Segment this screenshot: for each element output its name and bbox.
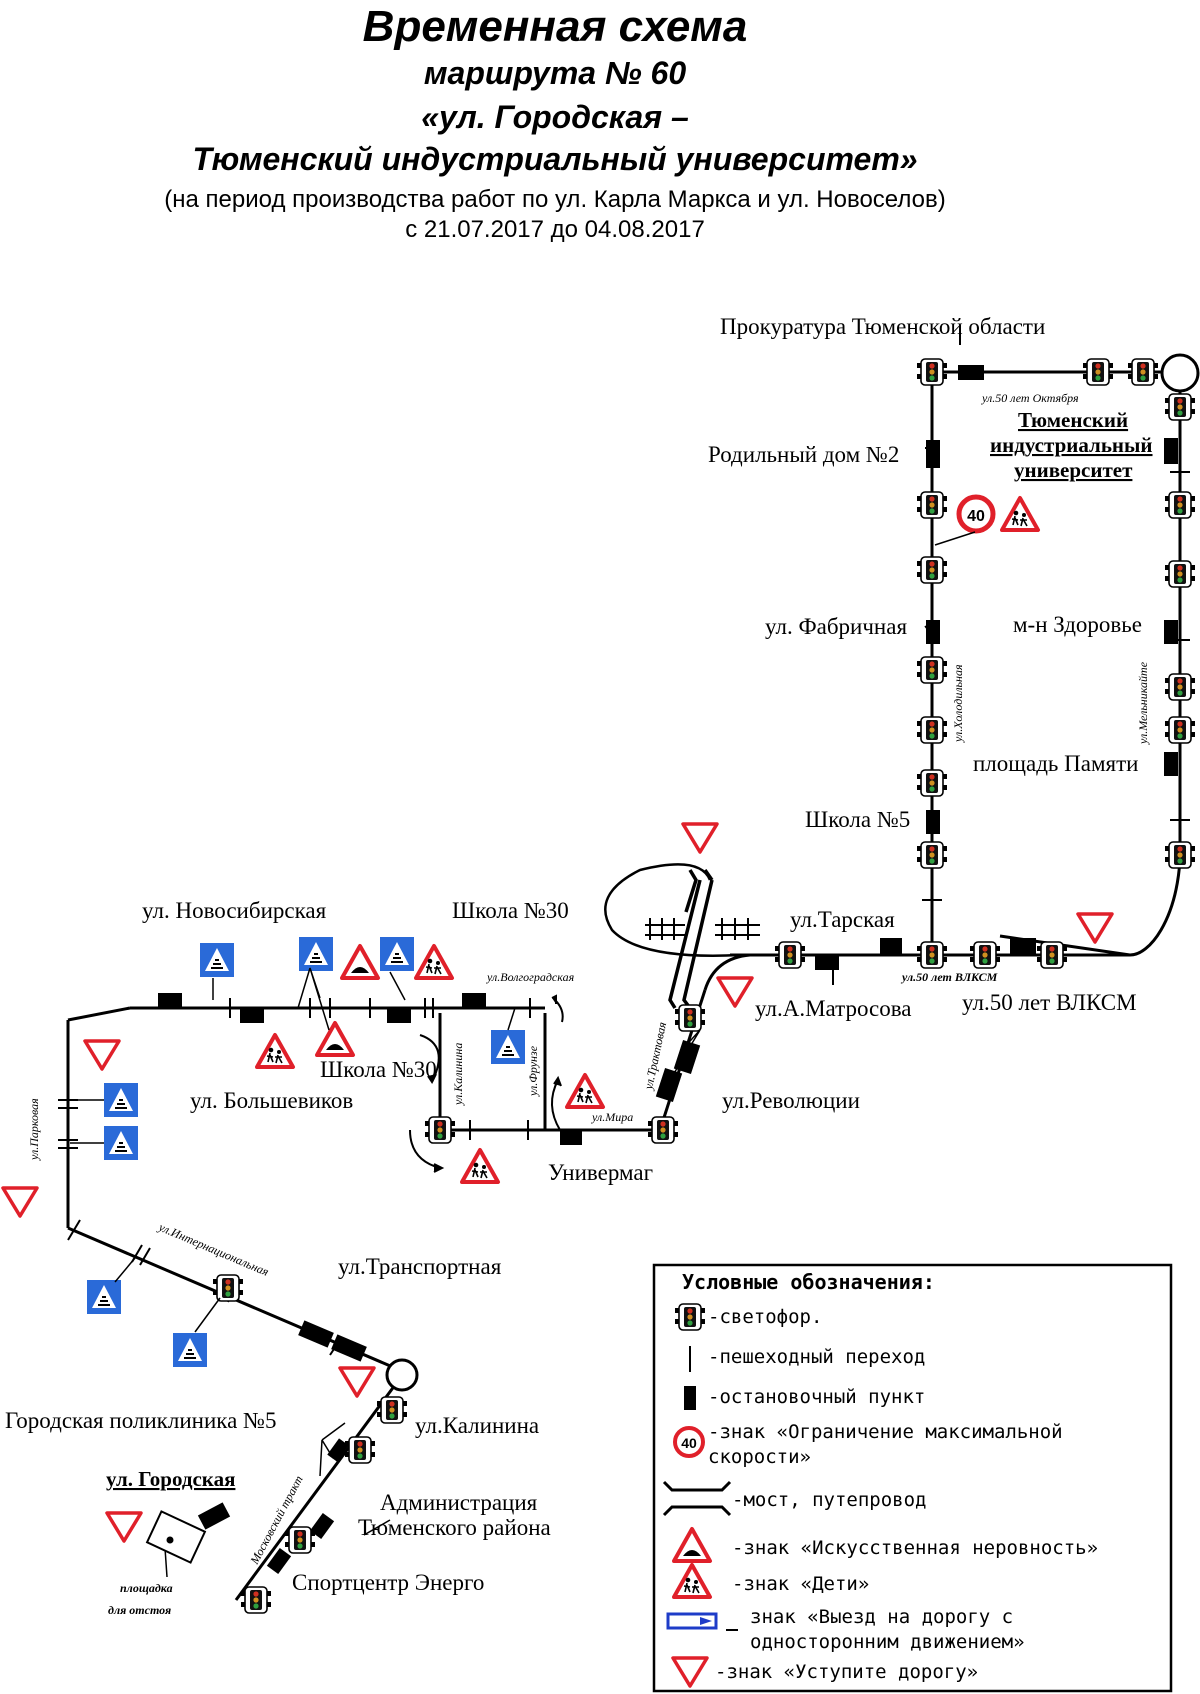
- street-label-internacionalnaya: ул.Интернациональная: [156, 1219, 271, 1279]
- stop-label-fabrichnaya: ул. Фабричная: [765, 614, 907, 639]
- legend-oneway-2: односторонним движением»: [750, 1631, 1025, 1653]
- stop-label-admin-1: Администрация: [380, 1490, 538, 1515]
- turn-arrows: [409, 994, 564, 1173]
- legend-oneway-1: знак «Выезд на дорогу с: [750, 1606, 1013, 1628]
- svg-text:40: 40: [967, 508, 985, 525]
- legend-stop-icon: [684, 1386, 696, 1410]
- stop-label-otstoy-2: для отстоя: [108, 1603, 171, 1617]
- terminal-circle-tiu: [1160, 353, 1200, 393]
- stop-label-admin-2: Тюменского района: [358, 1515, 551, 1540]
- stop-label-roddom: Родильный дом №2: [708, 442, 899, 467]
- children-sign-tiu: [1000, 496, 1040, 532]
- legend-bridge-icon: [662, 1480, 732, 1517]
- legend-stop: -остановочный пункт: [708, 1386, 925, 1408]
- legend-bridge: -мост, путепровод: [732, 1489, 926, 1511]
- stop-label-transportnaya: ул.Транспортная: [338, 1254, 502, 1279]
- legend-oneway-icon: [666, 1612, 738, 1631]
- stop-label-gorodskaya: ул. Городская: [106, 1467, 235, 1491]
- street-label-volgogradskaya: ул.Волгоградская: [486, 970, 575, 984]
- svg-text:40: 40: [681, 1435, 697, 1451]
- stop-label-otstoy-1: площадка: [120, 1581, 173, 1595]
- crossing-signs: [86, 936, 526, 1368]
- stop-label-matrosova: ул.А.Матросова: [755, 996, 912, 1021]
- route-name-line1: «ул. Городская –: [421, 99, 689, 135]
- otstoy-platform: [145, 1510, 207, 1564]
- stop-label-revolyucii: ул.Революции: [722, 1088, 860, 1113]
- stop-label-bolshevikov: ул. Большевиков: [190, 1088, 353, 1113]
- stop-label-zdorovie: м-н Здоровье: [1013, 612, 1142, 637]
- stop-label-vlksm: ул.50 лет ВЛКСМ: [962, 990, 1137, 1015]
- stop-label-energo: Спортцентр Энерго: [292, 1570, 484, 1595]
- sign-pointer: [934, 531, 976, 546]
- stop-label-kalinina: ул.Калинина: [415, 1413, 539, 1438]
- legend-title: Условные обозначения:: [682, 1270, 935, 1294]
- legend-crossing: -пешеходный переход: [708, 1346, 925, 1368]
- legend-giveway: -знак «Уступите дорогу»: [715, 1661, 978, 1683]
- stop-label-tarskaya: ул.Тарская: [790, 907, 895, 932]
- stop-label-pamyati: площадь Памяти: [973, 751, 1138, 776]
- stop-markers: [158, 365, 1178, 1575]
- legend-svetofor: -светофор.: [708, 1306, 822, 1328]
- street-label-vlksm-small: ул.50 лет ВЛКСМ: [900, 970, 998, 984]
- stop-label-poliklinika: Городская поликлиника №5: [5, 1408, 277, 1433]
- stop-label-shkola30-top: Школа №30: [452, 898, 569, 923]
- terminal-circle-kalinina: [385, 1358, 419, 1392]
- street-label-kalinina-small: ул.Калинина: [451, 1043, 465, 1106]
- date-range: с 21.07.2017 до 04.08.2017: [405, 216, 705, 243]
- legend-speed-icon: 40: [673, 1426, 705, 1458]
- stop-label-tiu-1: Тюменский: [1018, 408, 1128, 432]
- traktovaya-loop-line: [604, 863, 741, 957]
- speed-limit-sign: 40: [956, 494, 996, 534]
- legend: Условные обозначения: -светофор. -пешехо…: [652, 1263, 1173, 1693]
- stop-label-tiu-3: университет: [1014, 458, 1133, 482]
- street-label-frunze: ул.Фрунзе: [526, 1045, 540, 1097]
- period-note: (на период производства работ по ул. Кар…: [164, 186, 946, 213]
- street-label-oktyabrya: ул.50 лет Октября: [981, 391, 1079, 405]
- railway-tracks: [645, 918, 760, 940]
- sign-leader-lines: [70, 625, 929, 1578]
- legend-traffic-light-icon: [674, 1303, 706, 1331]
- stop-label-shkola5: Школа №5: [805, 807, 910, 832]
- route-name-line2: Тюменский индустриальный университет»: [192, 141, 918, 177]
- street-label-parkovaya: ул.Парковая: [27, 1098, 41, 1161]
- stop-label-univermag: Универмаг: [548, 1160, 653, 1185]
- legend-bump: -знак «Искусственная неровность»: [732, 1537, 1098, 1559]
- stop-label-novosibirskaya: ул. Новосибирская: [142, 898, 327, 923]
- stop-label-tiu-2: индустриальный: [990, 433, 1153, 457]
- legend-children: -знак «Дети»: [732, 1573, 869, 1595]
- legend-speed-1: -знак «Ограничение максимальной: [708, 1421, 1063, 1443]
- stop-label-prokuratura: Прокуратура Тюменской области: [720, 314, 1045, 339]
- street-label-kholodilnaya: ул.Холодильная: [951, 664, 965, 743]
- stop-label-shkola30-bottom: Школа №30: [320, 1057, 437, 1082]
- street-label-melnikayte: ул.Мельникайте: [1136, 661, 1150, 745]
- page-title: Временная схема: [362, 2, 748, 51]
- street-label-mira: ул.Мира: [591, 1110, 633, 1124]
- legend-speed-2: скорости»: [708, 1446, 811, 1468]
- route-number: маршрута № 60: [423, 55, 687, 91]
